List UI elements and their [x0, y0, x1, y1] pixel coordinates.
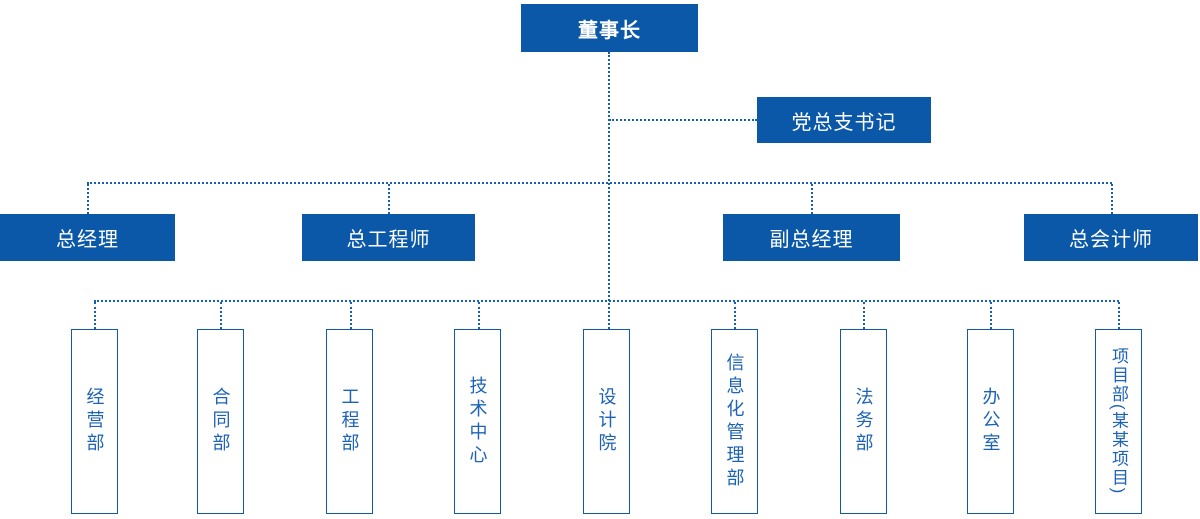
connector-exec-stub [1111, 184, 1113, 214]
dept-engineering: 工程部 [326, 329, 373, 514]
connector-dept-stub [1118, 302, 1120, 329]
dept-information-management: 信息化管理部 [711, 329, 758, 514]
connector-dept-stub [94, 302, 96, 329]
dept-legal: 法务部 [840, 329, 887, 514]
connector-dept-stub [863, 302, 865, 329]
node-chief-engineer: 总工程师 [302, 214, 475, 261]
connector-exec-horizontal [87, 182, 1112, 184]
connector-dept-stub [478, 302, 480, 329]
connector-dept-stub [350, 302, 352, 329]
dept-project: 项目部(某某项目) [1095, 329, 1142, 514]
dept-design-institute: 设计院 [583, 329, 630, 514]
dept-office: 办公室 [967, 329, 1014, 514]
connector-exec-stub [388, 184, 390, 214]
connector-party-branch [609, 119, 757, 121]
dept-business: 经营部 [71, 329, 118, 514]
node-chief-accountant: 总会计师 [1024, 214, 1198, 261]
node-chairman: 董事长 [521, 4, 698, 52]
connector-exec-stub [87, 184, 89, 214]
node-party-secretary: 党总支书记 [757, 97, 931, 143]
connector-center-vertical [608, 52, 610, 329]
connector-dept-stub [990, 302, 992, 329]
dept-contract: 合同部 [197, 329, 244, 514]
connector-dept-stub [220, 302, 222, 329]
dept-tech-center: 技术中心 [454, 329, 501, 514]
node-deputy-general-manager: 副总经理 [723, 214, 900, 261]
connector-exec-stub [811, 184, 813, 214]
connector-dept-horizontal [94, 300, 1119, 302]
connector-dept-stub [734, 302, 736, 329]
node-general-manager: 总经理 [0, 214, 175, 261]
